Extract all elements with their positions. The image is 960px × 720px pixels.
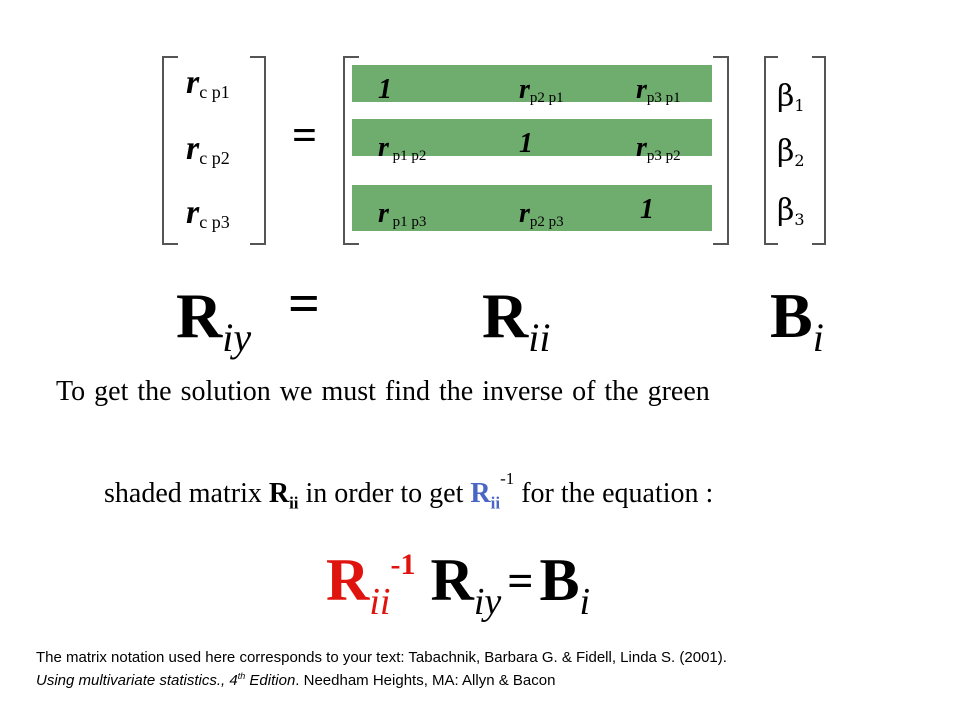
final-riy: Riy bbox=[430, 547, 502, 623]
matrix-cell-3-1: r p1 p3 bbox=[378, 198, 427, 230]
paragraph-line-2: shaded matrix Rii in order to get Rii-1 … bbox=[104, 469, 714, 513]
reference-line-2: Using multivariate statistics., 4th Edit… bbox=[36, 671, 556, 689]
lhs-left-bracket bbox=[162, 56, 178, 245]
beta-2: β2 bbox=[777, 134, 805, 170]
lhs-entry-2: rc p2 bbox=[186, 130, 230, 168]
final-equals: = bbox=[507, 555, 534, 606]
matrix-row-2-shade bbox=[352, 119, 712, 156]
matrix-cell-3-3: 1 bbox=[640, 194, 654, 225]
matrix-cell-1-1: 1 bbox=[378, 74, 392, 105]
lhs-entry-3: rc p3 bbox=[186, 194, 230, 232]
beta-right-bracket bbox=[812, 56, 826, 245]
paragraph-line-1: To get the solution we must find the inv… bbox=[56, 376, 710, 407]
lhs-right-bracket bbox=[250, 56, 266, 245]
matrix-cell-3-2: rp2 p3 bbox=[519, 198, 564, 230]
beta-1: β1 bbox=[777, 79, 805, 115]
matrix-cell-2-2: 1 bbox=[519, 128, 533, 159]
lhs-entry-1: rc p1 bbox=[186, 64, 230, 102]
beta-3: β3 bbox=[777, 193, 805, 229]
matrix-left-bracket bbox=[343, 56, 359, 245]
matrix-row-1-shade bbox=[352, 65, 712, 102]
matrix-right-bracket bbox=[713, 56, 729, 245]
final-bi: Bi bbox=[539, 547, 591, 623]
matrix-cell-2-3: rp3 p2 bbox=[636, 132, 681, 164]
final-rii: Rii-1 bbox=[326, 547, 416, 623]
matrix-cell-2-1: r p1 p2 bbox=[378, 132, 427, 164]
matrix-cell-1-3: rp3 p1 bbox=[636, 74, 681, 106]
label-equals: = bbox=[288, 273, 320, 335]
reference-citation: The matrix notation used here correspond… bbox=[36, 648, 936, 690]
label-rii: Rii bbox=[482, 280, 551, 360]
top-equals-sign: = bbox=[292, 111, 318, 160]
final-equation: Rii-1 Riy=Bi bbox=[326, 547, 591, 623]
reference-line-1: The matrix notation used here correspond… bbox=[36, 649, 727, 666]
label-bi: Bi bbox=[770, 280, 824, 360]
label-riy: Riy bbox=[176, 280, 252, 360]
matrix-row-3-shade bbox=[352, 185, 712, 231]
matrix-cell-1-2: rp2 p1 bbox=[519, 74, 564, 106]
beta-left-bracket bbox=[764, 56, 778, 245]
